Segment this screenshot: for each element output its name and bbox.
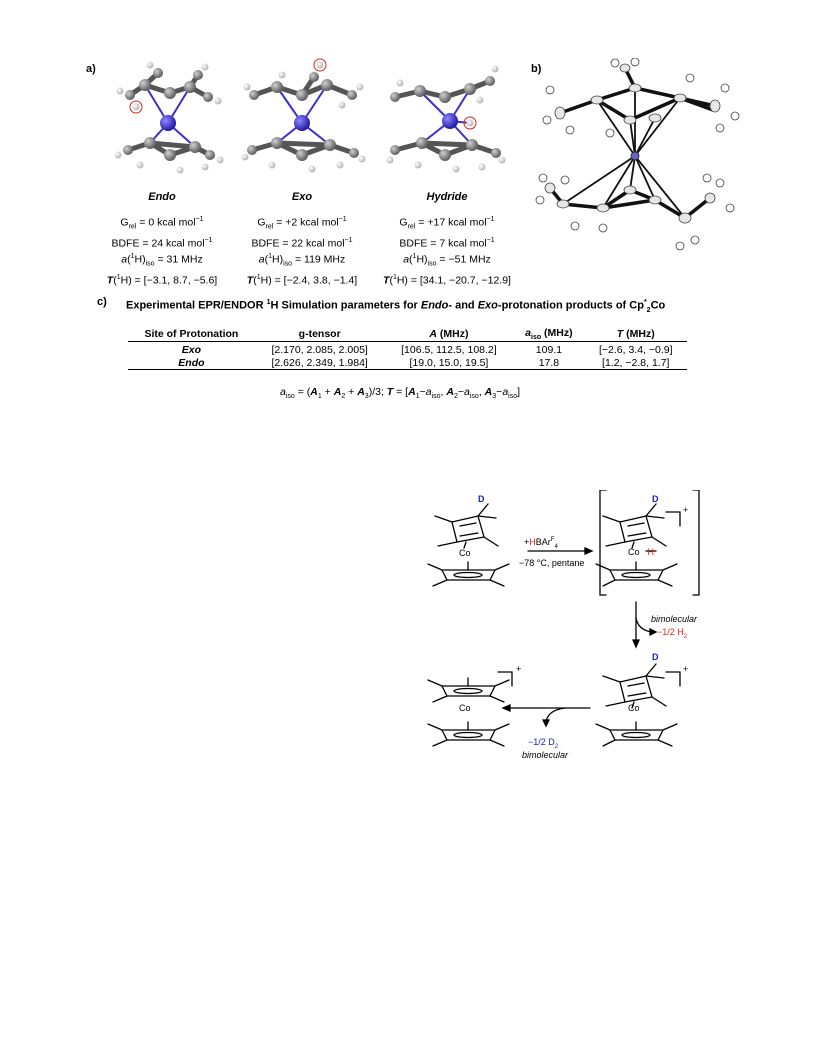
cell-site: Endo — [178, 356, 205, 369]
a-iso-line: a(1H)iso = 31 MHz — [121, 253, 203, 268]
cell-g: [2.626, 2.349, 1.984] — [271, 356, 368, 369]
h2-loss-label: −1/2 H2 — [657, 627, 688, 640]
exo-parameters: Grel = +2 kcal mol−1 BDFE = 22 kcal mol−… — [227, 213, 377, 287]
charge-plus-3: + — [516, 664, 522, 674]
deuteride-cation-structure — [595, 663, 681, 747]
t-tensor-line: T(1H) = [−2.4, 3.8, −1.4] — [246, 273, 358, 287]
cobalt-label-3: Co — [628, 703, 640, 713]
crystal-structure-figure — [535, 58, 740, 251]
cell-a: [19.0, 15.0, 19.5] — [409, 356, 489, 369]
charge-plus-2: + — [683, 664, 689, 674]
bdfe-line: BDFE = 22 kcal mol−1 — [251, 236, 353, 250]
d2-loss-label: −1/2 D2 — [528, 737, 559, 750]
header-t: T (MHz) — [584, 327, 687, 343]
reagent-label: +HBArF4 — [524, 537, 558, 550]
charge-plus-1: + — [683, 505, 689, 515]
g-rel-line: Grel = 0 kcal mol−1 — [120, 216, 204, 231]
header-aiso: aiso (MHz) — [513, 327, 585, 343]
table-title: Experimental EPR/ENDOR 1H Simulation par… — [126, 299, 666, 314]
epr-parameters-table: Site of Protonation g-tensor A (MHz) ais… — [128, 327, 687, 371]
a-iso-line: a(1H)iso = 119 MHz — [258, 253, 346, 268]
exo-title: Exo — [291, 191, 313, 203]
t-tensor-line: T(1H) = [34.1, −20.7, −12.9] — [383, 273, 511, 287]
header-a: A (MHz) — [384, 327, 514, 343]
hydride-title: Hydride — [426, 191, 468, 203]
endo-structure — [114, 61, 224, 174]
cobalt-label-1: Co — [459, 548, 471, 558]
panel-b-label: b) — [531, 63, 542, 75]
table-row: Endo [2.626, 2.349, 1.984] [19.0, 15.0, … — [128, 356, 687, 370]
table-footnote: aiso = (A1 + A2 + A3)/3; T = [A1−aiso, A… — [280, 386, 521, 401]
cell-site: Exo — [181, 343, 202, 356]
bimolecular-label-1: bimolecular — [651, 614, 698, 624]
cell-t: [−2.6, 3.4, −0.9] — [598, 343, 673, 356]
hydride-parameters: Grel = +17 kcal mol−1 BDFE = 7 kcal mol−… — [372, 213, 522, 287]
bdfe-line: BDFE = 7 kcal mol−1 — [399, 236, 495, 250]
cell-a: [106.5, 112.5, 108.2] — [401, 343, 497, 356]
cell-g: [2.170, 2.085, 2.005] — [271, 343, 368, 356]
header-g-tensor: g-tensor — [254, 327, 385, 343]
cell-aiso: 109.1 — [535, 343, 563, 356]
cell-aiso: 17.8 — [538, 356, 560, 369]
table-row: Exo [2.170, 2.085, 2.005] [106.5, 112.5,… — [128, 342, 687, 357]
bimolecular-label-2: bimolecular — [522, 750, 569, 760]
panel-a-label: a) — [86, 63, 96, 75]
endo-parameters: Grel = 0 kcal mol−1 BDFE = 24 kcal mol−1… — [87, 213, 237, 287]
g-rel-line: Grel = +2 kcal mol−1 — [257, 216, 347, 231]
cobalt-label-4: Co — [459, 703, 471, 713]
dft-structures-figure — [114, 58, 506, 174]
header-site: Site of Protonation — [128, 327, 255, 343]
conditions-label: −78 °C, pentane — [519, 558, 585, 568]
cell-t: [1.2, −2.8, 1.7] — [602, 356, 670, 369]
deuterium-label-1: D — [478, 494, 485, 504]
hydride-structure — [386, 65, 506, 173]
table-header-row: Site of Protonation g-tensor A (MHz) ais… — [128, 327, 687, 343]
panel-c-label: c) — [97, 296, 107, 308]
exo-structure — [241, 58, 366, 173]
cobaltocenium-structure — [427, 671, 513, 747]
endo-title: Endo — [148, 191, 176, 203]
t-tensor-line: T(1H) = [−3.1, 8.7, −5.6] — [106, 273, 218, 287]
reaction-scheme — [427, 490, 700, 747]
hydride-cation-structure — [595, 490, 700, 596]
a-iso-line: a(1H)iso = −51 MHz — [403, 253, 491, 268]
deuterium-label-2: D — [652, 494, 659, 504]
deuterium-label-3: D — [652, 652, 659, 662]
g-rel-line: Grel = +17 kcal mol−1 — [399, 216, 495, 231]
neutral-complex-structure — [427, 503, 510, 587]
bdfe-line: BDFE = 24 kcal mol−1 — [111, 236, 213, 250]
